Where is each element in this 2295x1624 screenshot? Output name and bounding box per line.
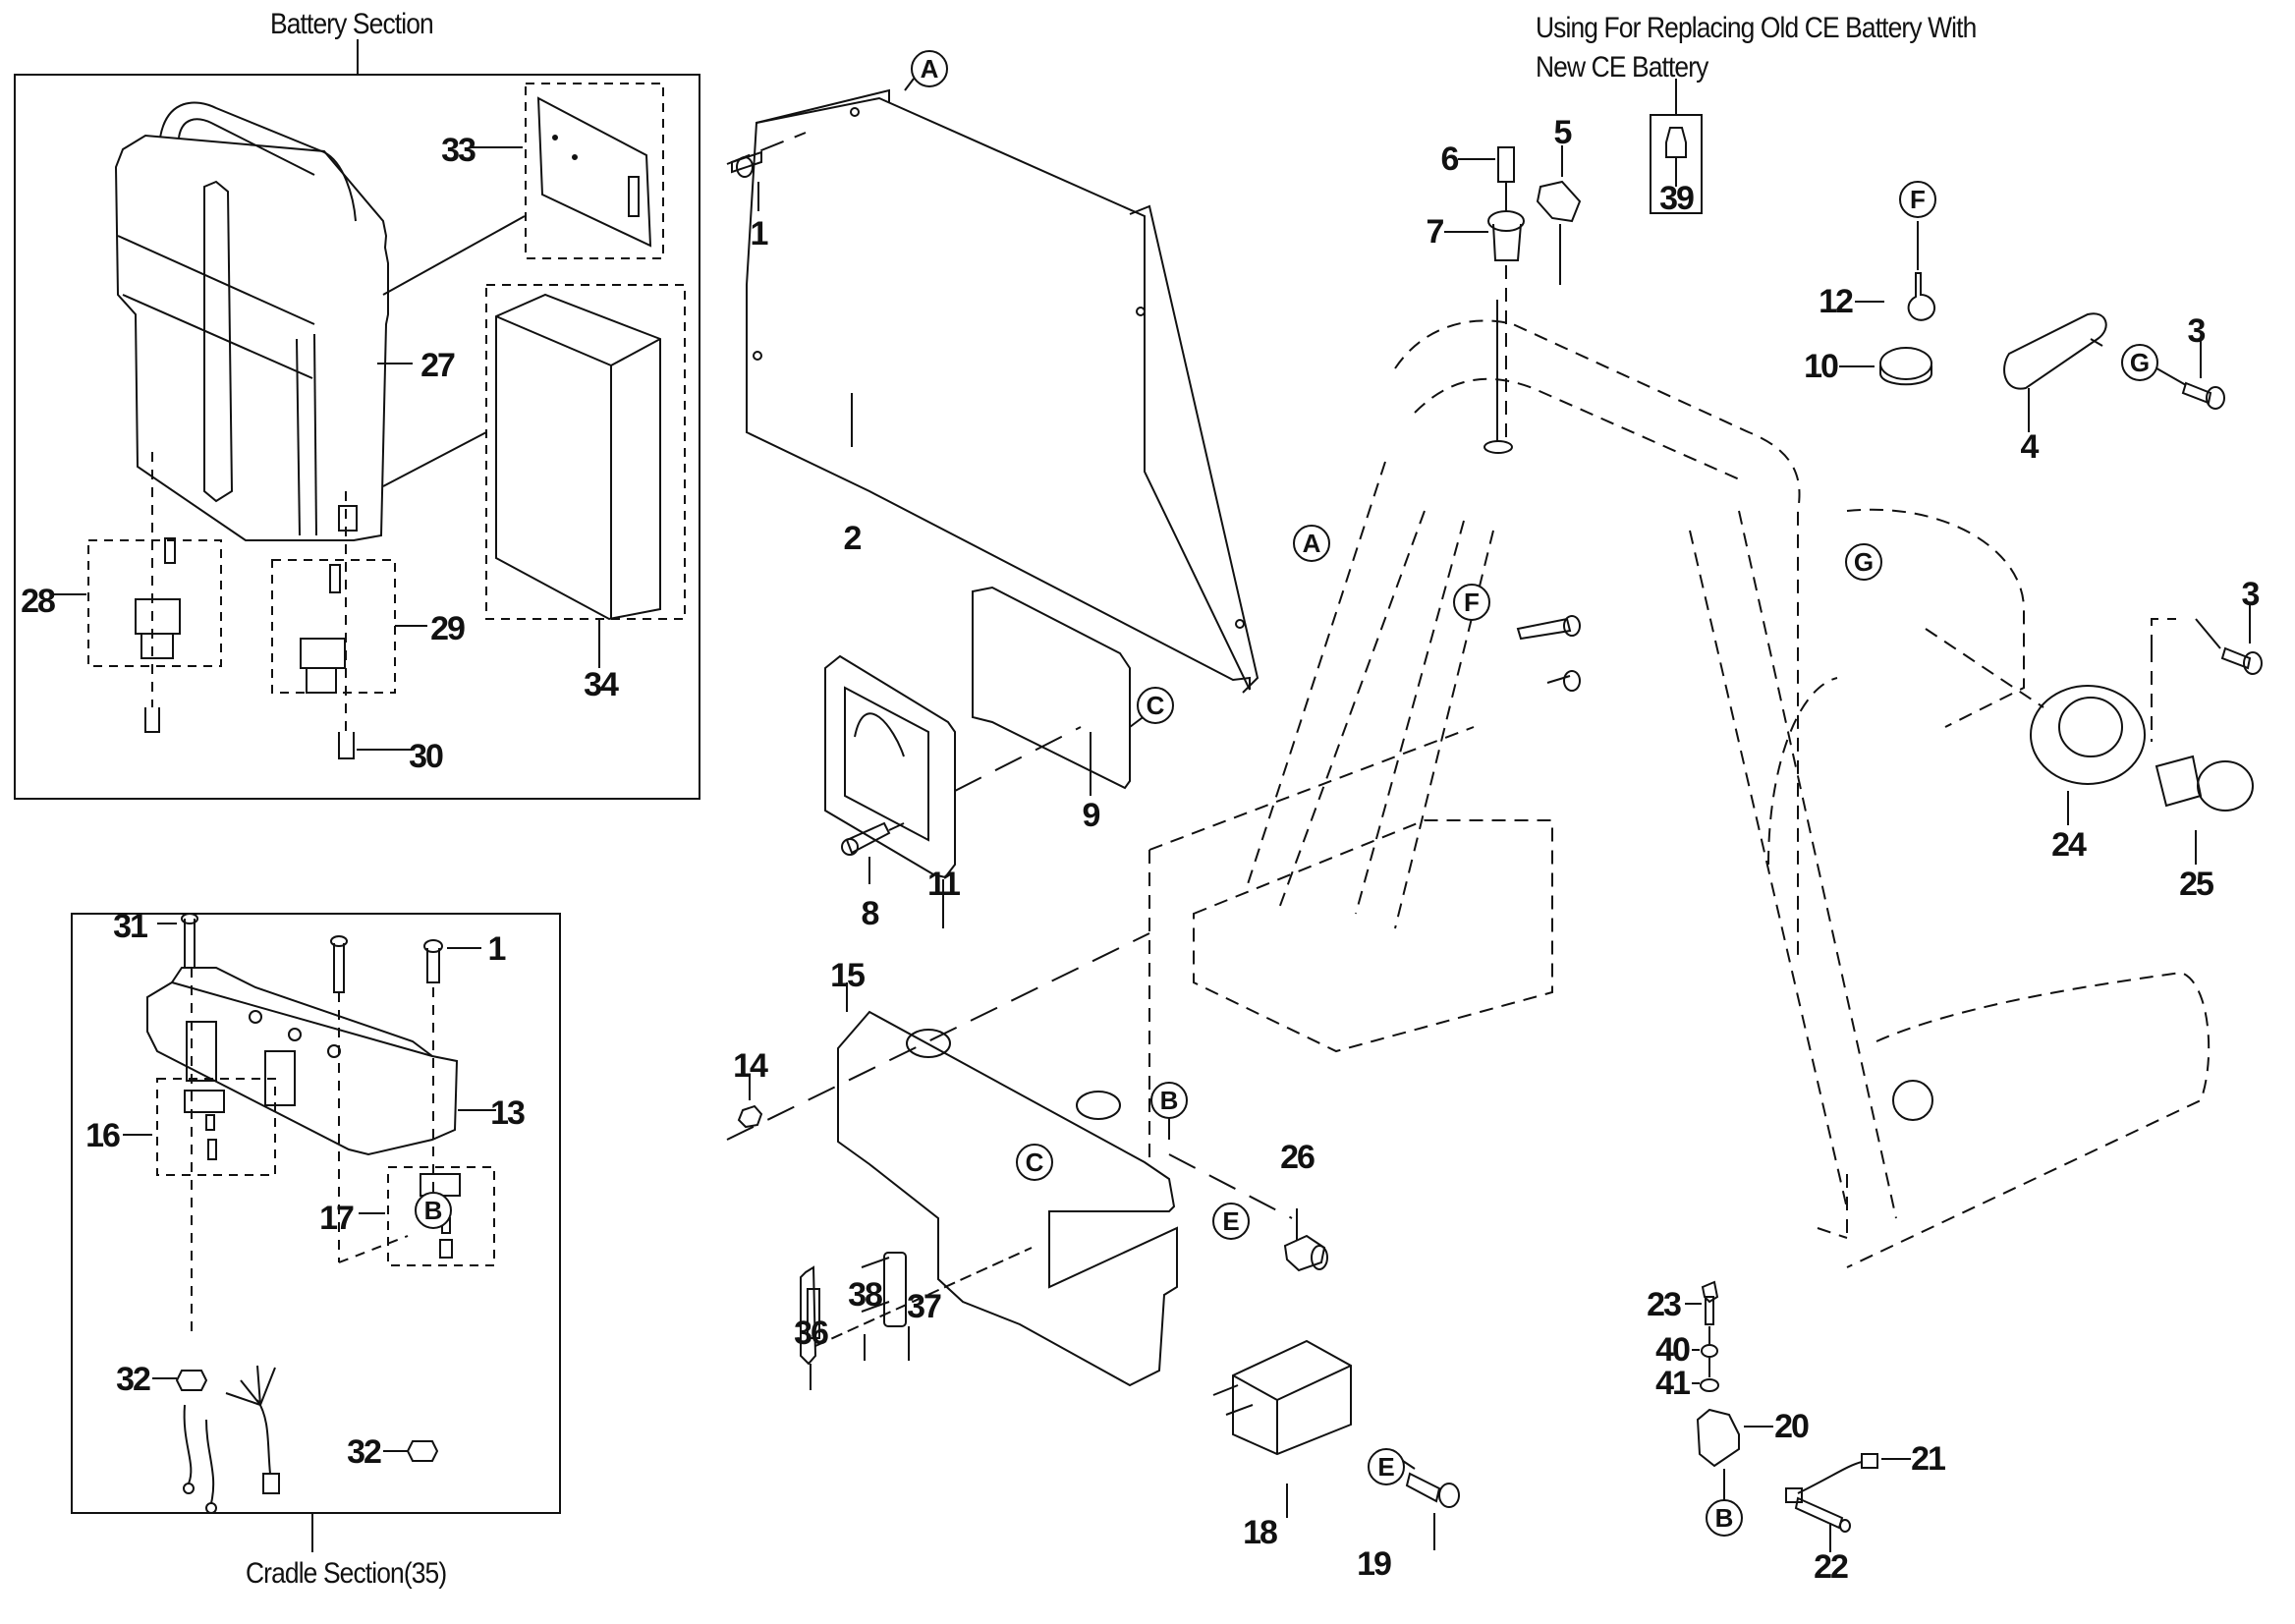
key-switch-5 <box>1536 145 1582 285</box>
battery-section-title: Battery Section <box>270 8 434 40</box>
cover-panel-2 <box>726 78 1259 694</box>
switch-6-and-7 <box>1444 146 1525 442</box>
callout-9: 9 <box>1082 797 1101 834</box>
callout-21: 21 <box>1911 1440 1946 1478</box>
callout-25: 25 <box>2179 866 2214 903</box>
bezel-24 <box>1925 628 2146 825</box>
callout-6: 6 <box>1440 140 1460 178</box>
callout-38: 38 <box>848 1276 883 1314</box>
callout-5: 5 <box>1553 114 1573 151</box>
callout-33: 33 <box>441 132 476 169</box>
reflector-9 <box>972 586 1150 796</box>
callout-13: 13 <box>490 1094 526 1132</box>
nuts-32 <box>152 1370 439 1462</box>
light-housing-11 <box>824 654 1082 928</box>
callout-41: 41 <box>1655 1365 1691 1402</box>
cradle-screws <box>157 913 481 1336</box>
callout-1-screw: 1 <box>750 215 769 252</box>
callout-24: 24 <box>2051 826 2087 864</box>
battery-section-frame <box>14 39 700 800</box>
connector-28 <box>54 452 222 733</box>
callout-40: 40 <box>1655 1331 1691 1369</box>
callout-26: 26 <box>1280 1139 1315 1176</box>
callout-8: 8 <box>861 895 880 932</box>
screw-8 <box>841 821 905 884</box>
callout-4: 4 <box>2020 428 2040 466</box>
cable-21 <box>1785 1453 1911 1503</box>
callout-37: 37 <box>907 1288 942 1325</box>
callout-18: 18 <box>1243 1514 1278 1551</box>
callout-29: 29 <box>430 610 466 647</box>
callout-7: 7 <box>1426 213 1445 251</box>
callout-12: 12 <box>1819 283 1854 320</box>
machine-frame-dashed <box>1148 319 2211 1268</box>
connector-29 <box>271 491 427 759</box>
switch-block-18 <box>1212 1339 1352 1518</box>
callout-31: 31 <box>113 908 148 945</box>
callout-36: 36 <box>794 1315 829 1352</box>
ref-marker-b-cradle: B <box>415 1192 452 1229</box>
ref-marker-a-top: A <box>911 50 948 87</box>
ce-battery-note-line2: New CE Battery <box>1536 51 1708 84</box>
cradle-wiring-harness <box>183 1365 280 1514</box>
callout-17: 17 <box>319 1200 355 1237</box>
cap-10 <box>1839 347 1932 386</box>
ref-marker-b-lower: B <box>1706 1499 1743 1537</box>
ref-marker-g-frame: G <box>1845 543 1882 581</box>
nut-14 <box>737 1075 763 1129</box>
cradle-section-frame <box>71 913 561 1552</box>
callout-2: 2 <box>843 520 863 557</box>
callout-23: 23 <box>1647 1286 1682 1323</box>
callout-27: 27 <box>420 347 456 384</box>
callout-39: 39 <box>1659 180 1695 217</box>
frame-detail <box>1483 300 1933 1121</box>
ref-marker-e-bracket: E <box>1212 1203 1250 1240</box>
callout-34: 34 <box>584 666 619 703</box>
ref-marker-e-switch: E <box>1368 1448 1405 1485</box>
callout-28: 28 <box>21 583 56 620</box>
callout-16: 16 <box>85 1117 121 1154</box>
callout-20: 20 <box>1774 1408 1810 1445</box>
circuit-board-33 <box>382 83 664 296</box>
battery-module-34 <box>382 284 686 668</box>
bracket-20-stack <box>1685 1280 1773 1503</box>
callout-15: 15 <box>830 957 866 994</box>
ref-marker-c-bracket: C <box>1016 1144 1053 1181</box>
terminal-block-16 <box>123 1078 276 1176</box>
battery-case-27 <box>114 101 413 541</box>
callout-32b: 32 <box>347 1433 382 1471</box>
ref-marker-a-frame: A <box>1293 525 1330 562</box>
ref-marker-g-plate: G <box>2121 344 2158 381</box>
bolts-on-frame <box>1516 615 1581 692</box>
callout-22: 22 <box>1814 1548 1849 1586</box>
mounting-bracket-15 <box>726 932 1293 1387</box>
ref-marker-c-light: C <box>1137 687 1174 724</box>
callout-1-cradle: 1 <box>487 930 507 968</box>
button-25 <box>2155 755 2254 865</box>
indicator-plate-4 <box>2003 312 2107 432</box>
cradle-tray-13 <box>146 967 496 1156</box>
callout-3b: 3 <box>2241 576 2261 613</box>
sensor-26 <box>1283 1208 1328 1272</box>
ref-marker-f-top: F <box>1899 181 1936 218</box>
replacement-part-39 <box>1650 79 1703 214</box>
callout-30: 30 <box>409 738 444 775</box>
callout-10: 10 <box>1804 348 1839 385</box>
ref-marker-b-bracket: B <box>1150 1082 1188 1119</box>
ce-battery-note-line1: Using For Replacing Old CE Battery With <box>1536 12 1977 44</box>
screw-19 <box>1399 1458 1460 1550</box>
callout-32a: 32 <box>116 1361 151 1398</box>
fuse-36-holder-37 <box>800 1247 1033 1390</box>
eyebolt-12 <box>1855 221 1935 321</box>
screw-3b <box>2151 604 2263 742</box>
callout-19: 19 <box>1357 1545 1392 1583</box>
cradle-section-title: Cradle Section(35) <box>246 1557 447 1590</box>
callout-3a: 3 <box>2187 312 2207 350</box>
pin-22 <box>1794 1496 1851 1552</box>
callout-11: 11 <box>927 866 961 903</box>
ref-marker-f-frame: F <box>1453 584 1490 621</box>
callout-14: 14 <box>733 1047 768 1085</box>
